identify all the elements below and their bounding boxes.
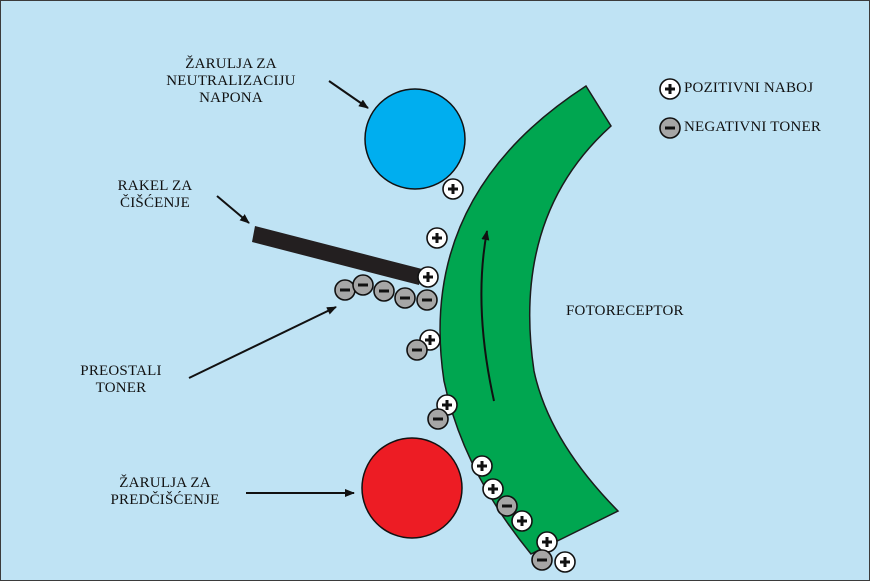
positive-charge <box>537 532 557 552</box>
precleaning-lamp <box>362 438 462 538</box>
negative-toner <box>407 340 427 360</box>
positive-charge <box>555 552 575 572</box>
label-line: PREDČIŠĆENJE <box>85 492 245 509</box>
arrow-residual-toner <box>189 307 336 378</box>
label-neutralization-lamp: ŽARULJA ZA NEUTRALIZACIJU NAPONA <box>133 56 329 107</box>
label-cleaning-blade: RAKEL ZA ČIŠĆENJE <box>93 178 217 212</box>
negative-toner <box>532 550 552 570</box>
neutralization-lamp <box>365 89 465 189</box>
label-photoreceptor: FOTORECEPTOR <box>566 303 684 320</box>
legend-negative-icon <box>660 118 680 138</box>
positive-charge <box>483 479 503 499</box>
positive-charge <box>472 456 492 476</box>
label-line: TONER <box>59 380 183 397</box>
positive-charge <box>443 179 463 199</box>
positive-charge <box>512 511 532 531</box>
label-residual-toner: PREOSTALI TONER <box>59 363 183 397</box>
negative-toner <box>428 409 448 429</box>
label-line: ŽARULJA ZA <box>85 475 245 492</box>
label-line: ŽARULJA ZA <box>133 56 329 73</box>
negative-toner <box>374 281 394 301</box>
legend-positive-label: POZITIVNI NABOJ <box>684 80 813 97</box>
label-line: RAKEL ZA <box>93 178 217 195</box>
negative-toner <box>395 288 415 308</box>
negative-toner <box>335 280 355 300</box>
label-line: NEUTRALIZACIJU <box>133 73 329 90</box>
photoreceptor-drum <box>440 86 618 554</box>
negative-toner <box>417 290 437 310</box>
negative-toner <box>353 275 373 295</box>
positive-charge <box>427 228 447 248</box>
label-line: ČIŠĆENJE <box>93 195 217 212</box>
legend-negative-label: NEGATIVNI TONER <box>684 119 821 136</box>
arrow-neutral-lamp <box>329 81 368 108</box>
negative-toner <box>497 496 517 516</box>
label-line: NAPONA <box>133 90 329 107</box>
legend-positive-icon <box>660 79 680 99</box>
arrow-cleaning-blade <box>217 196 249 223</box>
positive-charge <box>418 267 438 287</box>
cleaning-blade <box>252 226 422 285</box>
label-line: PREOSTALI <box>59 363 183 380</box>
label-precleaning-lamp: ŽARULJA ZA PREDČIŠĆENJE <box>85 475 245 509</box>
